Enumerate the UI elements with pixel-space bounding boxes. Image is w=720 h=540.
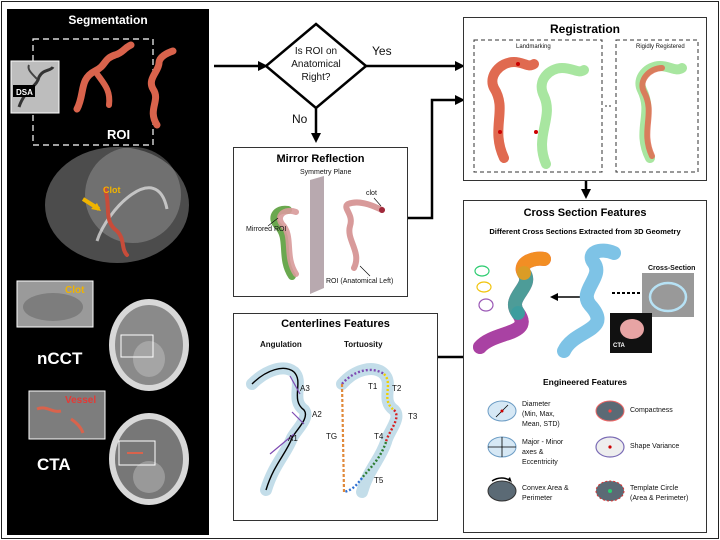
major-label-1: Major - Minor — [522, 439, 564, 446]
diameter-label-3: Mean, STD) — [522, 421, 560, 428]
landmarking-label: Landmarking — [516, 44, 551, 50]
ncct-label: nCCT — [37, 349, 83, 368]
roi-label: ROI — [107, 127, 131, 142]
t2-label: T2 — [392, 384, 402, 393]
cross-graphics — [473, 243, 694, 502]
symmetry-plane — [310, 176, 324, 294]
convex-area-icon — [487, 480, 517, 502]
a1-label: A1 — [288, 434, 298, 443]
yes-label: Yes — [372, 44, 392, 58]
decision-line3: Right? — [301, 72, 331, 83]
dsa-label: DSA — [16, 88, 33, 97]
roi-left-label: ROI (Anatomical Left) — [326, 278, 394, 285]
a3-label: A3 — [300, 384, 310, 393]
cross-section-panel: Cross Section Features Different Cross S… — [463, 200, 707, 533]
template-label-1: Template Circle — [630, 485, 679, 492]
tortuosity-label: Tortuosity — [344, 340, 383, 349]
decision-line2: Anatomical — [291, 59, 341, 70]
cross-subtitle: Different Cross Sections Extracted from … — [489, 227, 681, 236]
skull-render — [45, 147, 189, 263]
major-label-3: Eccentricity — [522, 459, 558, 466]
cross-title: Cross Section Features — [523, 207, 647, 219]
decision-line1: Is ROI on — [294, 46, 338, 57]
template-label-2: (Area & Perimeter) — [630, 495, 689, 502]
vessel-label: Vessel — [65, 395, 97, 406]
registration-panel: Registration Landmarking Rigidly Registe… — [463, 17, 707, 181]
compactness-label: Compactness — [630, 407, 673, 414]
diameter-label-2: (Min, Max, — [522, 411, 555, 418]
t5-label: T5 — [374, 476, 384, 485]
segmentation-graphics — [10, 38, 189, 505]
registration-graphics — [473, 39, 699, 173]
cta-label: CTA — [37, 455, 71, 474]
blue-vessel — [557, 243, 621, 358]
segmentation-panel: Segmentation DSA — [7, 9, 209, 535]
angulation-label: Angulation — [260, 340, 302, 349]
cross-section-label: Cross-Section — [648, 265, 696, 272]
landmark-green-vessel — [536, 62, 589, 169]
landmark-red-vessel — [487, 56, 539, 163]
roi-left — [343, 199, 385, 271]
registration-title: Registration — [549, 22, 620, 36]
tg-line — [340, 383, 346, 493]
a2-label: A2 — [312, 410, 322, 419]
centerlines-panel: Centerlines Features Angulation Tortuosi… — [233, 313, 438, 521]
engineered-title: Engineered Features — [542, 377, 628, 387]
shape-variance-label: Shape Variance — [630, 443, 680, 450]
clot-label-3d: Clot — [103, 185, 121, 195]
mirror-clot-label: clot — [366, 190, 377, 197]
t4-label: T4 — [374, 432, 384, 441]
centerlines-title: Centerlines Features — [281, 318, 390, 330]
diameter-label-1: Diameter — [522, 401, 551, 408]
major-label-2: axes & — [522, 449, 544, 456]
mirror-panel: Mirror Reflection Symmetry Plane clot Mi… — [233, 147, 408, 297]
registered-red-vessel — [639, 65, 665, 159]
tg-label: TG — [326, 432, 338, 441]
clot-label-ncct: Clot — [65, 285, 85, 296]
centerlines-graphics — [246, 362, 403, 498]
cta-small-label: CTA — [613, 343, 625, 349]
skull-vessel — [103, 187, 129, 257]
symmetry-label: Symmetry Plane — [300, 169, 352, 176]
no-label: No — [292, 112, 308, 126]
segmentation-title: Segmentation — [68, 13, 148, 27]
convex-label-2: Perimeter — [522, 495, 553, 502]
roi-vessel-copy — [147, 47, 177, 129]
dsa-label-bg — [13, 85, 35, 97]
t3-label: T3 — [408, 412, 418, 421]
mirrored-roi-label: Mirrored ROI — [246, 226, 287, 233]
rigid-label: Rigidly Registered — [636, 44, 685, 50]
t1-label: T1 — [368, 382, 378, 391]
cta-zoom — [28, 390, 106, 440]
roi-vessel — [73, 41, 135, 113]
convex-label-1: Convex Area & — [522, 485, 569, 492]
mirror-graphics — [267, 176, 385, 294]
mirrored-roi — [270, 205, 296, 280]
mirror-title: Mirror Reflection — [276, 153, 365, 165]
